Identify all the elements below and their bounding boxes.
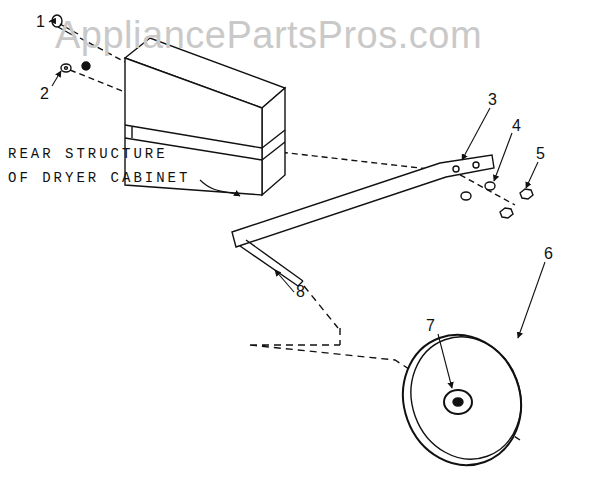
callout-number: 1 xyxy=(36,14,45,30)
callout-number: 5 xyxy=(536,146,545,162)
bracket xyxy=(232,155,494,247)
watermark: AppliancePartsPros.com xyxy=(55,16,482,54)
leader-lines xyxy=(49,21,545,388)
nut xyxy=(520,189,533,199)
washer xyxy=(485,182,495,190)
drawing xyxy=(52,15,539,482)
bracket-hole xyxy=(473,162,479,168)
nut xyxy=(82,62,90,70)
wheel xyxy=(385,318,539,482)
callout-number: 8 xyxy=(296,284,305,300)
callout-number: 2 xyxy=(40,86,49,102)
bracket-hole xyxy=(453,166,459,172)
callout-number: 7 xyxy=(426,318,435,334)
washer xyxy=(61,64,71,72)
callout-number: 3 xyxy=(488,92,497,108)
washer-hole xyxy=(65,67,68,69)
callout-number: 6 xyxy=(544,246,553,262)
channel-slot-side xyxy=(262,130,285,160)
part-label: REAR STRUCTURE OF DRYER CABINET xyxy=(8,142,196,190)
washer xyxy=(461,192,471,200)
axle-stud xyxy=(240,240,303,286)
nut xyxy=(500,208,513,218)
callout-number: 4 xyxy=(512,118,521,134)
